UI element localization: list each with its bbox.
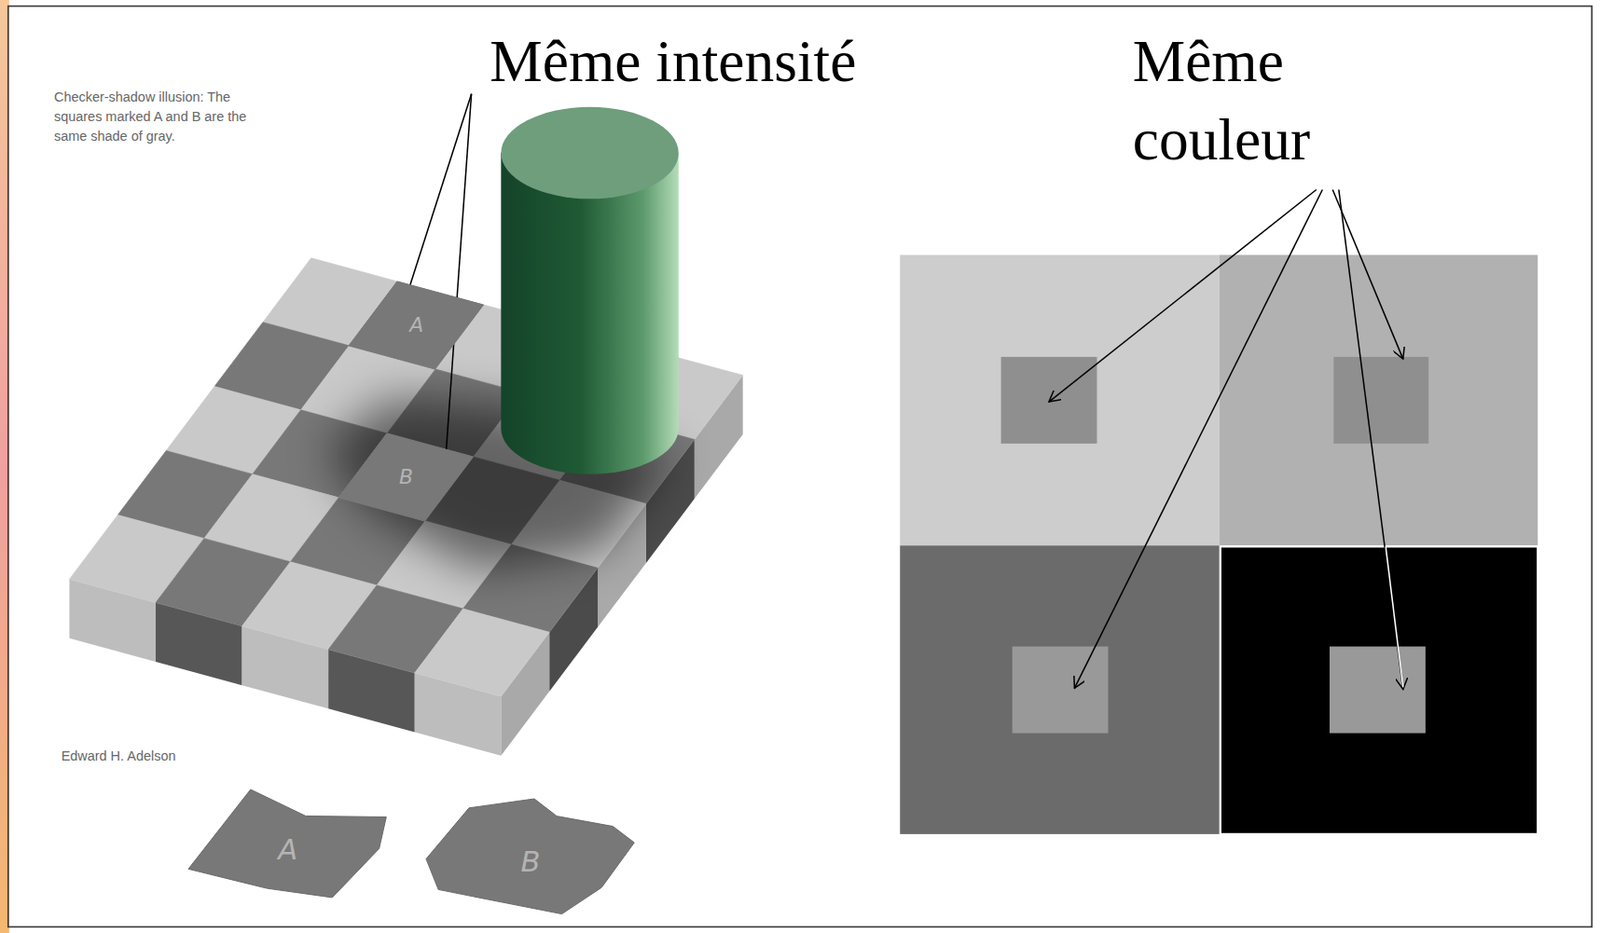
square-fill	[348, 281, 483, 370]
square-letter: B	[399, 465, 414, 489]
heading-label: Même couleur	[1132, 22, 1379, 180]
square-letter: B	[521, 845, 541, 879]
leader-line	[444, 94, 471, 470]
leader-line	[1338, 189, 1404, 690]
leader-line	[403, 94, 471, 304]
node-text-box: A	[188, 789, 387, 905]
leader-line	[1048, 189, 1317, 402]
cutout-b: B	[426, 799, 635, 915]
node-text-box: B	[338, 433, 473, 522]
cylinder-body	[500, 152, 678, 475]
checker-square-b: B	[338, 433, 473, 522]
square-fill	[188, 789, 387, 898]
gray-squares	[899, 254, 1538, 834]
cutout-a: A	[188, 789, 387, 898]
checker-square-a: A	[348, 281, 483, 370]
author-note: Edward H. Adelson	[61, 746, 177, 767]
black-quadrant	[1220, 546, 1538, 835]
inner-square	[1012, 647, 1109, 734]
light-quadrant	[899, 254, 1220, 546]
square-letter: A	[409, 313, 424, 337]
node-text-box: B	[426, 799, 635, 921]
square-fill	[338, 433, 473, 522]
leader-line	[1074, 189, 1323, 689]
square-fill	[426, 799, 635, 915]
leader-line	[1332, 189, 1404, 359]
node-text-box: A	[348, 281, 483, 370]
caption-note: Checker-shadow illusion: The squares mar…	[54, 87, 249, 147]
inner-square	[1001, 357, 1098, 444]
inner-square	[1333, 357, 1429, 444]
slide-frame	[8, 6, 1592, 928]
heading-label: Même intensité	[489, 22, 856, 101]
leader-line	[1385, 546, 1404, 688]
inner-square	[1329, 647, 1426, 734]
leader-lines	[403, 94, 1403, 690]
green-cylinder	[500, 107, 678, 475]
checker-square	[414, 608, 550, 697]
cylinder-top	[500, 107, 678, 199]
dark-quadrant	[899, 545, 1220, 835]
square-letter: A	[277, 833, 298, 867]
